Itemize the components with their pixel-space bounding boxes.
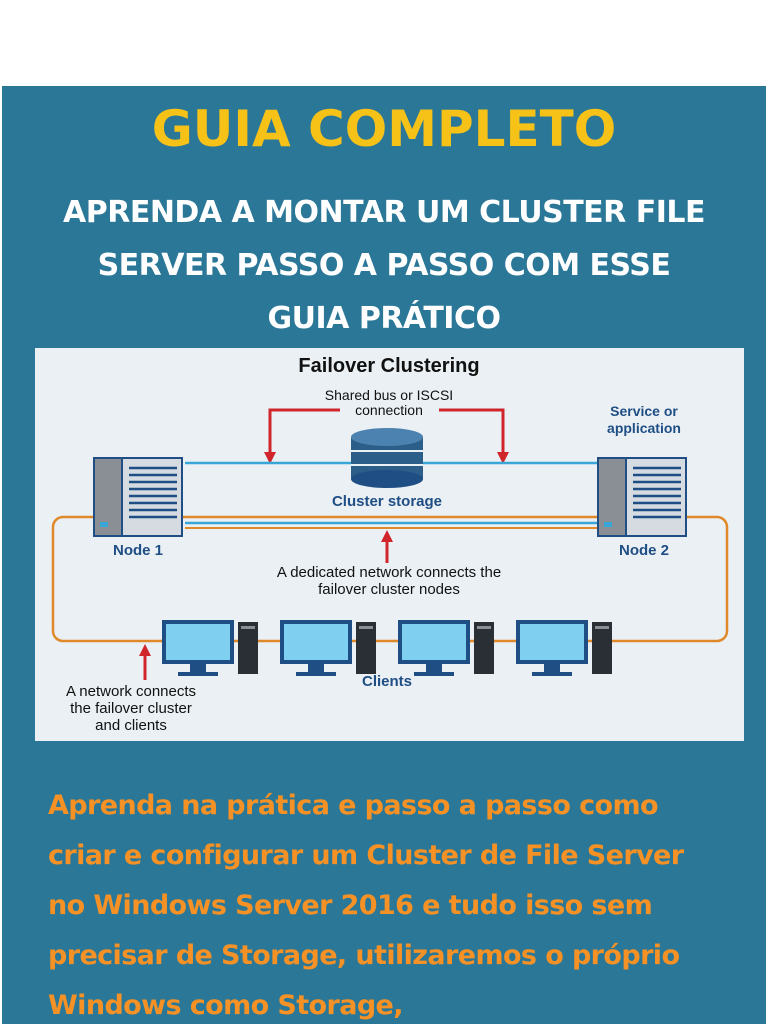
subtitle-line: SERVER PASSO A PASSO COM ESSE (97, 248, 671, 283)
client-computer-icon (516, 620, 612, 676)
client-network-label-line: A network connects (66, 683, 196, 700)
diagram-title: Failover Clustering (298, 355, 479, 377)
description-line: Windows como Storage, (48, 990, 404, 1021)
client-computer-icon (398, 620, 494, 676)
node1-label: Node 1 (113, 542, 163, 559)
shared-bus-label-line: connection (355, 402, 423, 418)
description-line: no Windows Server 2016 e tudo isso sem (48, 890, 653, 921)
description-line: precisar de Storage, utilizaremos o próp… (48, 940, 680, 971)
client-network-line (51, 515, 729, 643)
cluster-storage-label: Cluster storage (332, 493, 442, 510)
subtitle-line: GUIA PRÁTICO (267, 301, 501, 336)
client-network-label-line: and clients (95, 717, 167, 734)
dedicated-network-label-line: A dedicated network connects the (277, 564, 501, 581)
subtitle-line: APRENDA A MONTAR UM CLUSTER FILE (63, 195, 705, 230)
client-computer-icon (280, 620, 376, 676)
description-line: criar e configurar um Cluster de File Se… (48, 840, 684, 871)
service-label-line: application (607, 420, 681, 436)
cluster-storage-icon (351, 428, 423, 488)
page-subtitle: APRENDA A MONTAR UM CLUSTER FILE SERVER … (30, 186, 738, 345)
dedicated-network-label-line: failover cluster nodes (318, 581, 460, 598)
service-label-line: Service or (610, 403, 678, 419)
shared-bus-arrow-left (264, 408, 340, 464)
clients-label: Clients (362, 673, 412, 690)
failover-clustering-diagram: Failover Clustering Shared bus or ISCSI … (35, 348, 744, 741)
shared-bus-label-line: Shared bus or ISCSI (325, 387, 453, 403)
client-network-label-line: the failover cluster (70, 700, 192, 717)
description-line: Aprenda na prática e passo a passo como (48, 790, 659, 821)
client-computer-icon (162, 620, 258, 676)
node1-server-icon (93, 457, 183, 537)
node2-label: Node 2 (619, 542, 669, 559)
page-title: GUIA COMPLETO (151, 100, 617, 158)
description: Aprenda na prática e passo a passo como … (48, 781, 748, 1031)
node2-server-icon (597, 457, 687, 537)
shared-bus-arrow-right (439, 408, 509, 464)
